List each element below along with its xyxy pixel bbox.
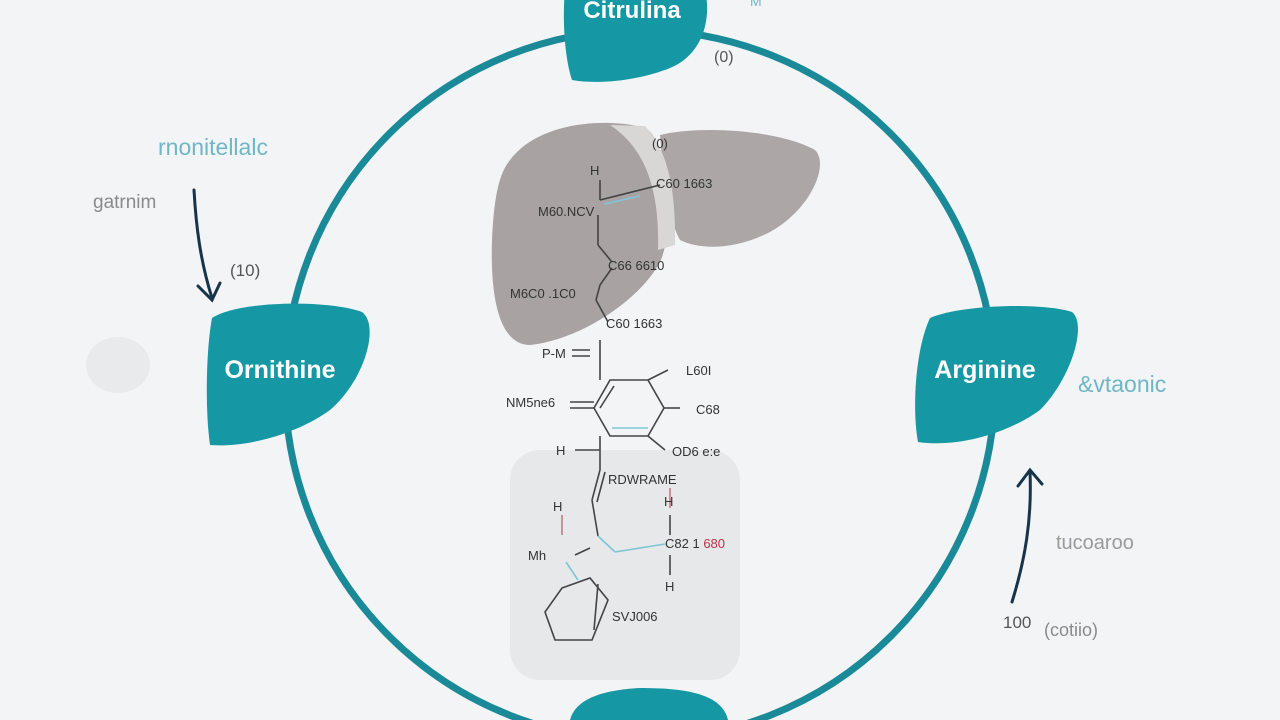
atom-label-c3: C60 1663 <box>606 316 662 331</box>
node-citrulline[interactable]: Citrulina <box>563 0 708 82</box>
atom-label-r4: C82 1 680 <box>665 536 725 551</box>
atom-label-c1: C60 1663 <box>656 176 712 191</box>
node-label-citrulline: Citrulina <box>583 0 681 24</box>
atom-label-r3: OD6 e:e <box>672 444 720 459</box>
background-panel <box>510 450 740 680</box>
atom-label-pm: P-M <box>542 346 566 361</box>
atom-label-sv: SVJ006 <box>612 609 658 624</box>
liver-left-lobe <box>491 122 669 345</box>
label-top-corner: M <box>750 0 762 9</box>
atom-label-h-right-lower: H <box>664 494 673 509</box>
molecule-red-bonds <box>561 488 671 535</box>
background-blob <box>86 337 150 393</box>
node-ornithine[interactable]: Ornithine <box>206 303 370 446</box>
molecule-highlight-bonds <box>565 195 666 581</box>
atom-label-h-top: H <box>590 163 599 178</box>
node-bottom[interactable] <box>570 688 728 720</box>
liver-illustration <box>491 122 820 345</box>
node-arginine[interactable]: Arginine <box>915 306 1078 444</box>
molecule-structure <box>544 180 680 641</box>
atom-label-mh: Mh <box>528 548 546 563</box>
atom-label-r1: L60I <box>686 363 711 378</box>
label-top-right-mark: (0) <box>714 49 734 66</box>
arrow-left-down <box>192 188 222 303</box>
atom-label-h-mid: H <box>556 443 565 458</box>
arrow-right-up <box>1010 467 1044 604</box>
label-left-grey: gatrnim <box>93 192 156 213</box>
label-right-grey: tucoaroo <box>1056 532 1134 554</box>
label-right-bottom-right: (cotiio) <box>1044 620 1098 640</box>
label-right-teal: &vtaonic <box>1078 371 1166 397</box>
atom-label-h-left-lower: H <box>553 499 562 514</box>
liver-right-lobe <box>660 130 820 247</box>
atom-label-m-left: M60.NCV <box>538 204 595 219</box>
atom-label-nm: NM5ne6 <box>506 395 555 410</box>
atom-label-m2: M6C0 .1C0 <box>510 286 576 301</box>
node-label-ornithine: Ornithine <box>224 356 335 384</box>
label-right-bottom-left: 100 <box>1003 613 1031 632</box>
atom-label-rd: RDWRAME <box>608 472 677 487</box>
atom-label-h-bottom: H <box>665 579 674 594</box>
label-left-top: rnonitellalc <box>158 134 268 160</box>
atom-label-c2: C66 6610 <box>608 258 664 273</box>
atom-label-o-top: (0) <box>652 136 668 151</box>
node-label-arginine: Arginine <box>934 356 1035 384</box>
label-left-paren: (10) <box>230 261 260 280</box>
liver-highlight <box>610 125 676 250</box>
atom-label-r2: C68 <box>696 402 720 417</box>
